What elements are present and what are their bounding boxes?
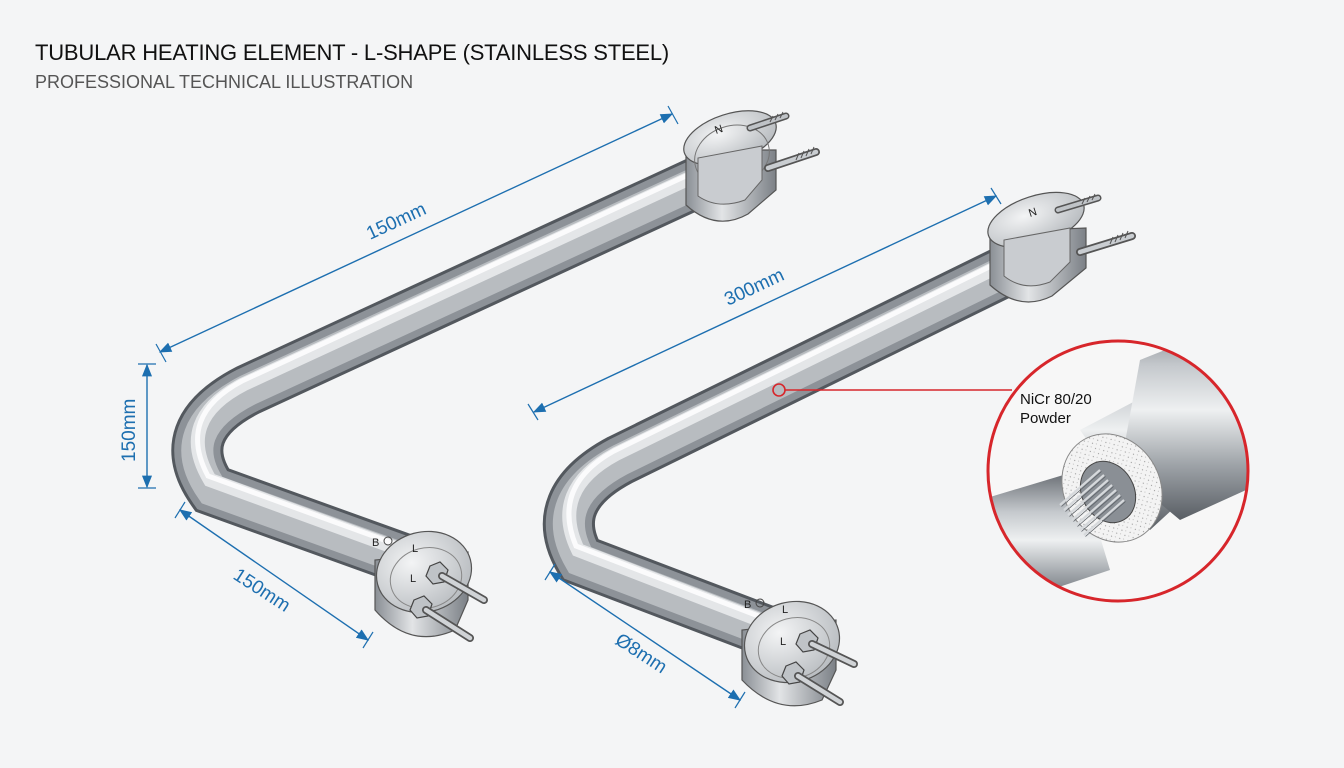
right-top-flange: N (987, 191, 1136, 303)
right-bottom-flange: L L B (741, 598, 858, 707)
right-dim-diameter-label: Ø8mm (611, 630, 670, 679)
left-dim-vertical-label: 150mm (119, 399, 140, 462)
left-top-stud-1 (746, 111, 790, 132)
left-top-terminal-mark: N (713, 123, 724, 137)
left-bottom-mark-b: B (372, 537, 379, 549)
diagram-subtitle: PROFESSIONAL TECHNICAL ILLUSTRATION (35, 72, 414, 92)
left-heating-element: N L L B (119, 105, 820, 649)
right-heating-element: N L L B (527, 187, 1136, 709)
right-bottom-mark-l: L (782, 604, 788, 616)
callout-label-line1: NiCr 80/20 (1020, 391, 1092, 408)
left-top-flange: N (683, 110, 820, 222)
right-top-terminal-mark: N (1027, 206, 1038, 220)
left-dim-long-label: 150mm (363, 199, 429, 245)
left-bottom-flange: L L B (372, 530, 488, 642)
right-top-stud-2 (1076, 230, 1136, 256)
left-dimension-vertical: 150mm (119, 363, 156, 489)
left-top-stud-2 (764, 146, 820, 172)
right-bottom-stud-2 (794, 672, 844, 706)
callout-label-line2: Powder (1020, 410, 1071, 427)
diagram-title: TUBULAR HEATING ELEMENT - L-SHAPE (STAIN… (35, 40, 670, 65)
left-bottom-stud-2 (422, 606, 474, 642)
left-dim-short-label: 150mm (229, 565, 294, 617)
right-bottom-mark-b: B (744, 599, 751, 611)
left-bottom-mark-l: L (412, 543, 418, 555)
right-top-stud-1 (1054, 193, 1102, 214)
right-dim-long-label: 300mm (721, 265, 787, 311)
left-bottom-stud-1 (438, 572, 488, 604)
left-bottom-mark-l2: L (410, 573, 416, 585)
nicr-coil (1059, 460, 1137, 537)
right-bottom-stud-1 (808, 640, 858, 668)
right-bottom-mark-l2: L (780, 636, 786, 648)
